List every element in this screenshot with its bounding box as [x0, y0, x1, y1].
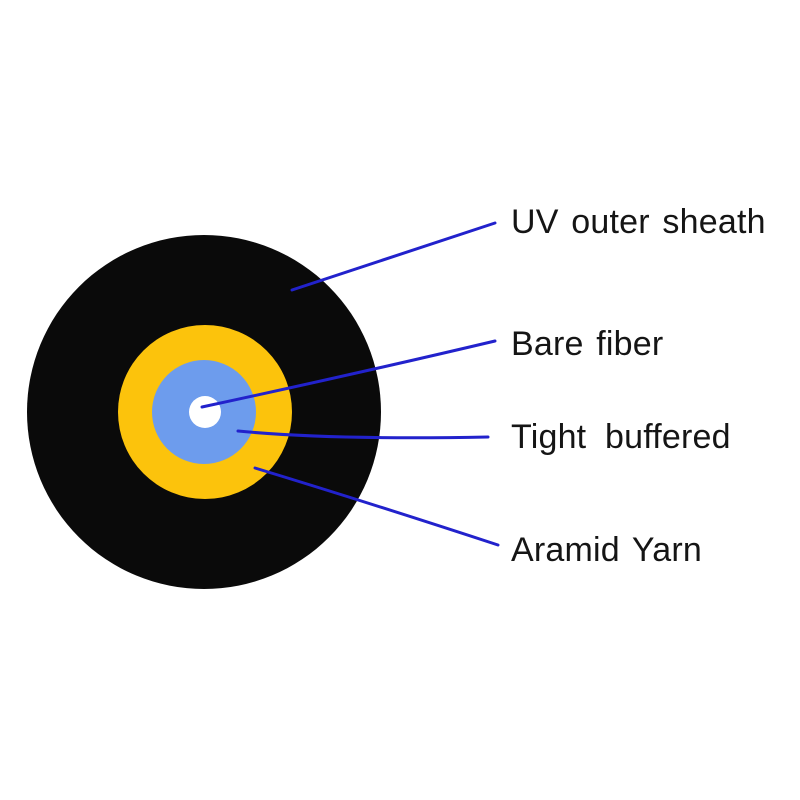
leader-line-bare-fiber: [200, 339, 497, 409]
label-bare-fiber: Bare fiber: [511, 325, 664, 363]
bare-fiber-circle: [189, 396, 221, 428]
label-uv-outer-sheath: UV outer sheath: [511, 203, 766, 241]
leader-line-tight-buffered: [236, 429, 490, 440]
leader-line-uv-outer-sheath: [290, 221, 497, 292]
leader-line-aramid-yarn: [253, 466, 500, 547]
label-aramid-yarn: Aramid Yarn: [511, 531, 703, 569]
label-tight-buffered: Tight buffered: [511, 418, 731, 456]
